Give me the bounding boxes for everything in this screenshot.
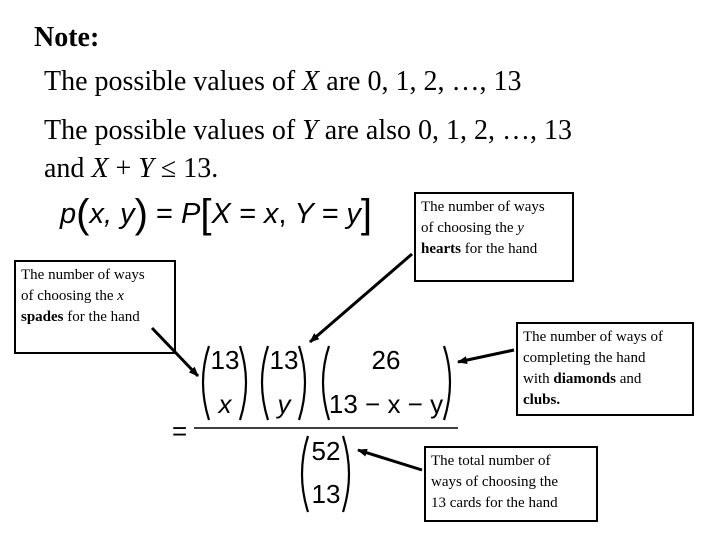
binom2-top: 13 bbox=[270, 345, 299, 375]
arrow-total bbox=[357, 448, 423, 472]
callout-diamonds-clubs: The number of ways of completing the han… bbox=[516, 322, 694, 416]
constraint-pre: and bbox=[44, 153, 92, 184]
binom2-left-paren bbox=[260, 345, 270, 421]
binom3-right-paren bbox=[442, 345, 452, 421]
callout-hearts-line1: The number of ways bbox=[421, 199, 545, 215]
pmf-event-x: X = x bbox=[211, 198, 279, 230]
x-values-pre: The possible values of bbox=[44, 66, 303, 97]
callout-spades-line1: The number of ways bbox=[21, 267, 145, 283]
pmf-definition: p(x, y) = P[X = x, Y = y] bbox=[60, 192, 372, 236]
callout-total: The total number of ways of choosing the… bbox=[424, 446, 598, 522]
formula-equals: = bbox=[172, 416, 187, 446]
y-values-post: are also 0, 1, 2, …, 13 bbox=[317, 115, 573, 146]
pmf-comma: , bbox=[278, 198, 295, 230]
binom2-right-paren bbox=[297, 345, 307, 421]
arrow-spades bbox=[150, 326, 200, 378]
pmf-equals: = bbox=[147, 198, 181, 230]
constraint-statement: and X + Y ≤ 13. bbox=[44, 153, 218, 185]
constraint-y: Y bbox=[138, 153, 154, 184]
x-variable: X bbox=[302, 66, 320, 97]
pmf-p: p bbox=[60, 198, 77, 230]
binom3-bottom: 13 − x − y bbox=[329, 389, 443, 419]
note-heading: Note: bbox=[34, 22, 100, 53]
callout-hearts: The number of ways of choosing the y hea… bbox=[414, 192, 574, 282]
binom4-right-paren bbox=[341, 435, 351, 513]
callout-spades: The number of ways of choosing the x spa… bbox=[14, 260, 176, 354]
binom4-bottom: 13 bbox=[312, 479, 341, 509]
x-values-statement: The possible values of X are 0, 1, 2, …,… bbox=[44, 66, 521, 98]
arrow-diamonds bbox=[457, 348, 515, 365]
constraint-x: X bbox=[91, 153, 109, 184]
pmf-args: x, y bbox=[89, 198, 135, 230]
binom1-bottom: x bbox=[217, 389, 233, 419]
binom3-left-paren bbox=[321, 345, 331, 421]
arrow-hearts bbox=[309, 252, 413, 344]
binom4-left-paren bbox=[300, 435, 310, 513]
binom1-right-paren bbox=[238, 345, 248, 421]
pmf-P: P bbox=[180, 198, 201, 230]
x-values-post: are 0, 1, 2, …, 13 bbox=[319, 66, 522, 97]
constraint-plus: + bbox=[108, 153, 139, 184]
binom1-left-paren bbox=[201, 345, 211, 421]
binom2-bottom: y bbox=[276, 389, 293, 419]
y-values-pre: The possible values of bbox=[44, 115, 303, 146]
binom1-top: 13 bbox=[211, 345, 240, 375]
y-values-statement: The possible values of Y are also 0, 1, … bbox=[44, 115, 572, 147]
y-variable: Y bbox=[302, 115, 318, 146]
constraint-post: ≤ 13. bbox=[153, 153, 219, 184]
binom3-top: 26 bbox=[372, 345, 401, 375]
binom4-top: 52 bbox=[312, 436, 341, 466]
pmf-event-y: Y = y bbox=[294, 198, 361, 230]
